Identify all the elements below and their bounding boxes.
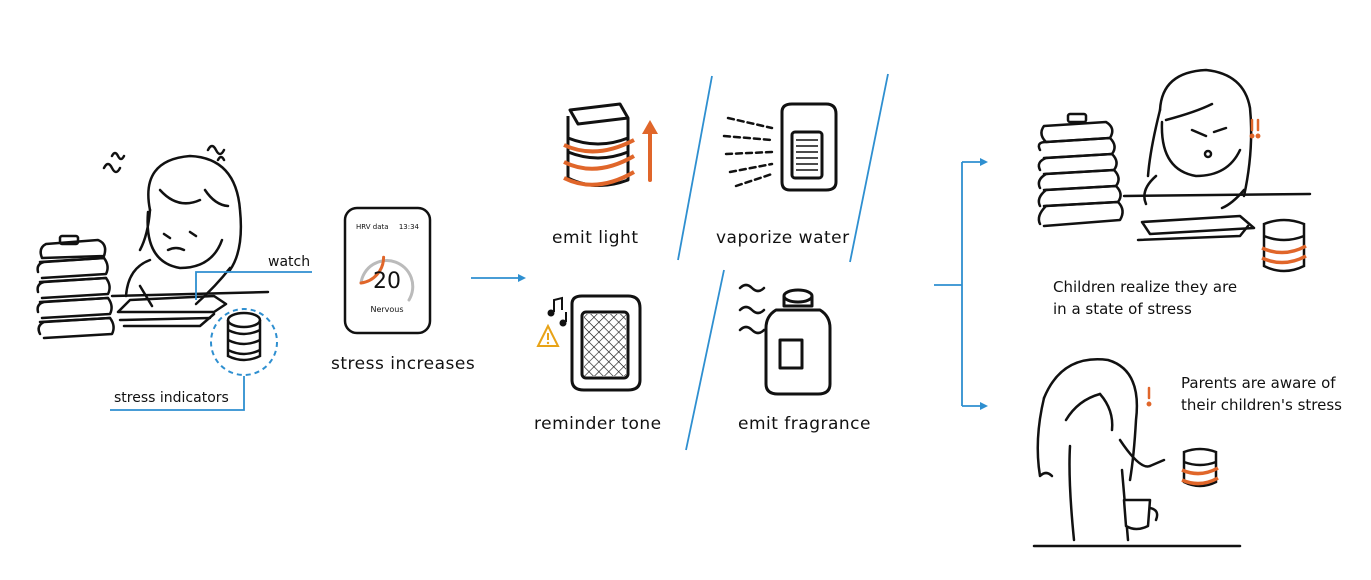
watch-gauge-fill (359, 255, 386, 285)
stress-increases-label: stress increases (331, 354, 476, 374)
watch-leader-line (195, 271, 312, 300)
book-stack-icon (36, 234, 115, 340)
outcome-branch-connector (934, 161, 982, 407)
surprise-exclamation-icon (1249, 118, 1261, 139)
watch-gauge-track (359, 259, 415, 302)
stress-indicator-device-icon (226, 311, 262, 362)
scent-waves-icon (738, 283, 766, 335)
stress-indicator-device-icon-lit-small (1181, 447, 1219, 488)
parents-aware-line-1: Parents are aware of (1181, 374, 1336, 392)
watch-label: watch (268, 254, 311, 270)
vapor-spray-icon (722, 116, 774, 188)
watch-screen-time: 13:34 (399, 223, 420, 231)
child-studying-illustration (36, 144, 270, 340)
parents-aware-caption: Parents are aware of their children's st… (1181, 372, 1342, 416)
child-realizes-illustration (1037, 68, 1312, 242)
music-note-icon (547, 296, 567, 327)
parents-aware-line-2: their children's stress (1181, 396, 1343, 414)
children-realize-line-1: Children realize they are (1053, 278, 1238, 296)
watch-screen-value: 20 (373, 269, 401, 294)
reminder-tone-label: reminder tone (534, 414, 662, 434)
emit-fragrance-label: emit fragrance (738, 414, 871, 434)
parent-exclamation-icon (1146, 386, 1152, 407)
branch-arrowhead-top (980, 158, 988, 166)
vaporizer-device-icon (780, 102, 838, 192)
speaker-mesh-grille (584, 314, 626, 376)
increase-arrow-icon (642, 120, 658, 182)
parent-aware-illustration (1032, 358, 1242, 548)
stress-indicator-highlight-ring (210, 308, 278, 376)
watch-screen-status: Nervous (370, 305, 403, 314)
leader-lines (110, 271, 312, 411)
vaporize-water-label: vaporize water (716, 228, 850, 248)
flow-arrow-watch-to-devices (471, 274, 526, 282)
emit-light-label: emit light (552, 228, 639, 248)
smartwatch-icon: HRV data 13:34 20 Nervous (343, 206, 432, 335)
children-realize-caption: Children realize they are in a state of … (1053, 276, 1237, 320)
light-device-icon (563, 102, 636, 187)
watch-screen-title: HRV data (356, 223, 389, 231)
warning-icon (536, 323, 560, 347)
stress-indicator-device-icon-lit (1261, 218, 1307, 273)
fragrance-device-icon (764, 288, 832, 396)
stress-indicator-leader-line (110, 376, 245, 411)
branch-arrowhead-bottom (980, 402, 988, 410)
device-grid-separators (677, 73, 889, 451)
children-realize-line-2: in a state of stress (1053, 300, 1192, 318)
stress-indicators-label: stress indicators (114, 390, 229, 406)
